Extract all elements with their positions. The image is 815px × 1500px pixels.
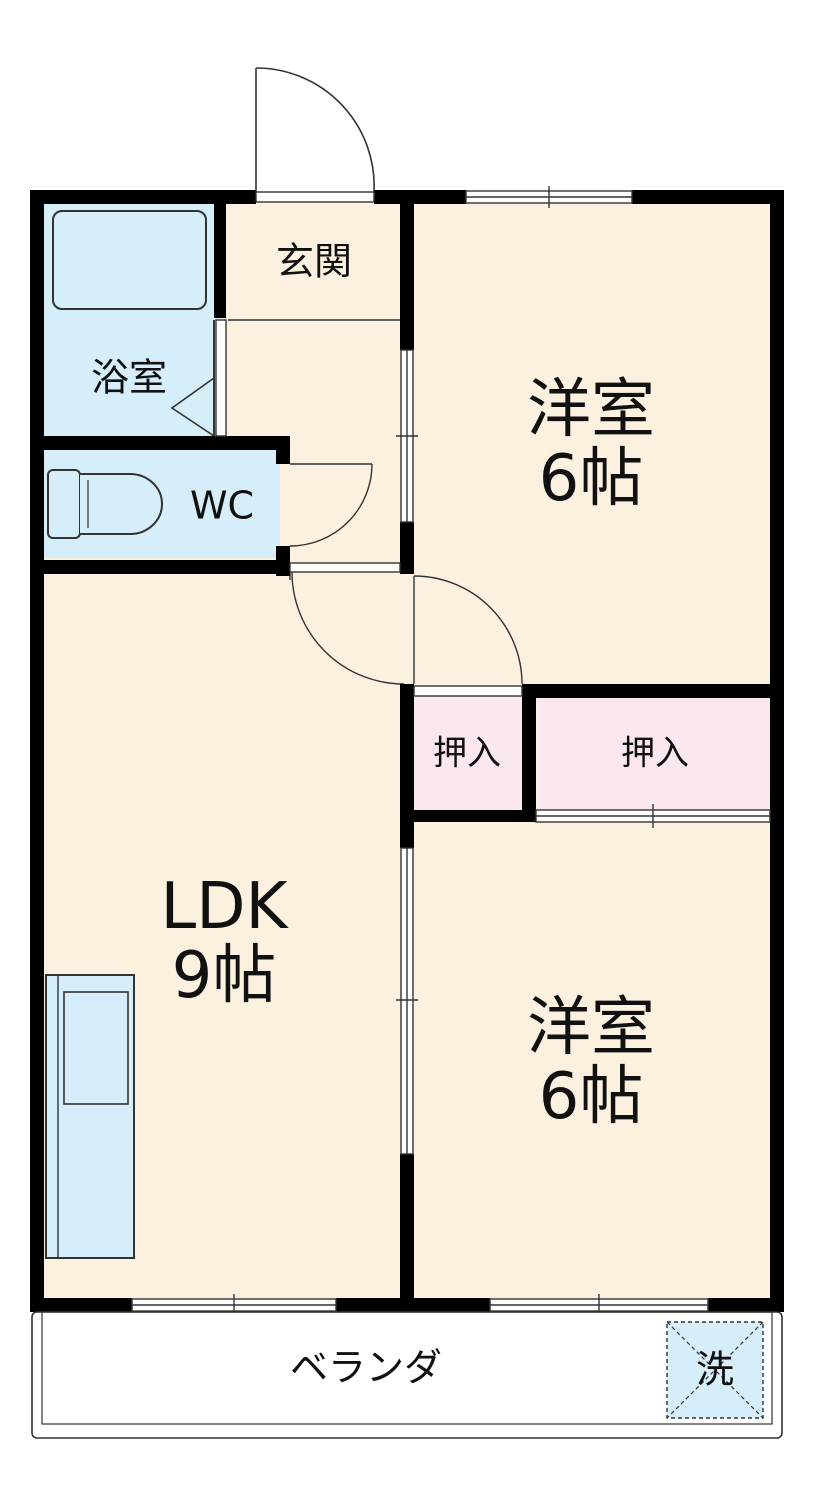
bathtub	[52, 210, 207, 310]
kitchen-sink	[63, 991, 129, 1105]
western-room-2-size: 6帖	[538, 1060, 644, 1134]
bath-label: 浴室	[90, 355, 168, 400]
genkan-label: 玄関	[275, 239, 353, 284]
western-room-2-label: 洋室 6帖	[527, 990, 655, 1134]
ldk-label: LDK 9帖	[160, 869, 288, 1013]
western-room-1-size: 6帖	[538, 442, 644, 516]
closet-small-floor	[411, 693, 528, 815]
bath-door-marker	[170, 377, 215, 437]
closet-large-floor	[538, 693, 772, 815]
wc-label: WC	[189, 483, 255, 528]
laundry-label: 洗	[695, 1347, 735, 1392]
closet-large-label: 押入	[621, 733, 689, 774]
ldk-size: 9帖	[171, 939, 277, 1013]
walls	[30, 190, 784, 1312]
ldk-door-arc	[291, 571, 405, 685]
toilet-bowl	[80, 473, 163, 535]
wc-door-arc	[289, 463, 373, 547]
veranda-inner-line	[41, 1311, 773, 1425]
closet-small-label: 押入	[433, 733, 501, 774]
openings	[131, 186, 771, 1316]
veranda-label: ベランダ	[289, 1345, 443, 1390]
laundry-diagonal-a	[666, 1321, 764, 1419]
laundry-diagonal-b	[666, 1321, 764, 1419]
western-room-2-name: 洋室	[527, 990, 655, 1065]
kitchen-counter	[45, 974, 135, 1259]
room1-door-arc	[413, 575, 523, 685]
western-room-1-label: 洋室 6帖	[527, 372, 655, 516]
ldk-name: LDK	[160, 869, 288, 944]
bath-floor	[42, 200, 220, 440]
entrance-door-arc	[255, 67, 375, 193]
western-room-1-name: 洋室	[527, 372, 655, 447]
